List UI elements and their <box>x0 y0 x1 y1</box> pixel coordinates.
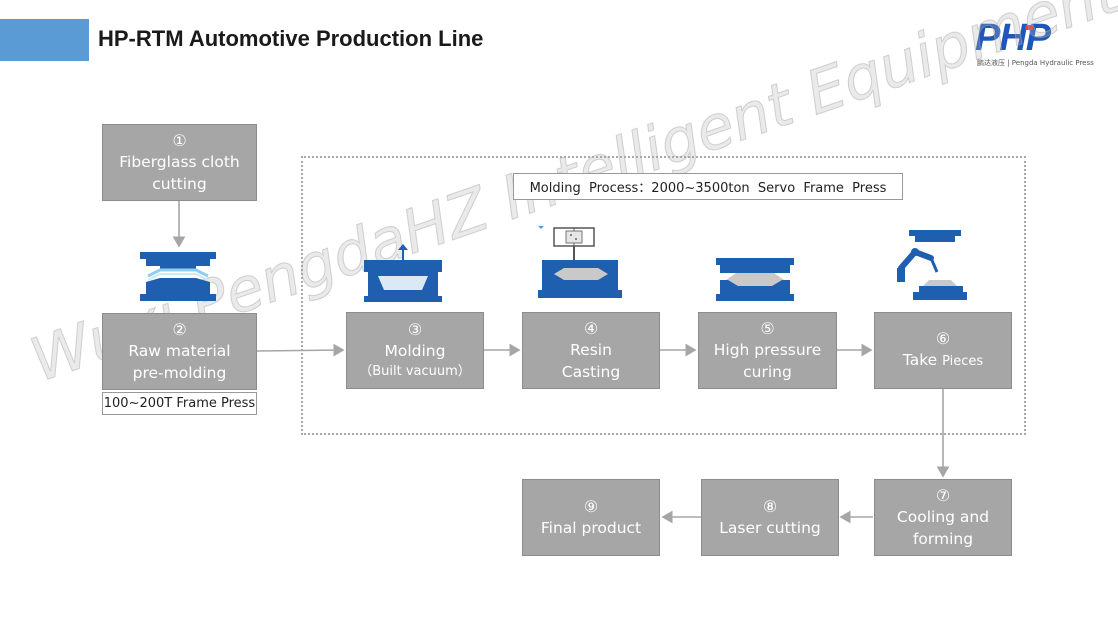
step-5-line2: curing <box>743 362 792 381</box>
step-6-line1b: Pieces <box>942 353 984 369</box>
step-6-number: ⑥ <box>935 328 951 348</box>
step-8-number: ⑧ <box>762 496 778 516</box>
step-4-line1: Resin <box>570 340 612 359</box>
step-4-number: ④ <box>583 318 599 338</box>
step-7-number: ⑦ <box>935 485 951 505</box>
preform-press-label: 100~200T Frame Press <box>102 392 257 415</box>
curing-press-icon <box>716 258 794 301</box>
step-3-line2: （Built vacuum） <box>359 363 471 379</box>
logo-wordmark: PHP <box>975 17 1051 59</box>
step-9-number: ⑨ <box>583 496 599 516</box>
molding-process-region <box>301 156 1026 435</box>
step-3-box: ③ Molding （Built vacuum） <box>346 312 484 389</box>
robot-arm-icon <box>897 230 967 300</box>
step-4-box: ④ Resin Casting <box>522 312 660 389</box>
step-6-line: Take Pieces <box>903 349 983 373</box>
step-5-number: ⑤ <box>760 318 775 338</box>
step-6-box: ⑥ Take Pieces <box>874 312 1012 389</box>
step-9-line1: Final product <box>540 518 642 537</box>
preform-press-icon <box>140 252 216 301</box>
step-2-box: ② Raw material pre-molding <box>102 313 257 390</box>
step-5-line1: High pressure <box>713 340 822 359</box>
logo-accent-icon <box>1025 25 1033 30</box>
resin-injection-icon <box>538 226 622 298</box>
step-5-box: ⑤ High pressure curing <box>698 312 837 389</box>
step-8-line1: Laser cutting <box>719 518 821 537</box>
step-7-line2: forming <box>912 529 974 548</box>
step-1-box: ① Fiberglass cloth cutting <box>102 124 257 201</box>
step-6-line1: Take <box>902 350 943 369</box>
step-7-box: ⑦ Cooling and forming <box>874 479 1012 556</box>
company-logo: PHP 鹏达液压 | Pengda Hydraulic Press <box>975 18 1105 72</box>
vacuum-mold-icon <box>364 244 442 302</box>
step-2-number: ② <box>172 319 187 339</box>
step-1-line2: cutting <box>152 174 207 193</box>
header-accent-bar <box>0 19 89 61</box>
step-4-line2: Casting <box>561 362 621 381</box>
arrow-2-3 <box>256 343 345 357</box>
step-3-line1: Molding <box>384 341 446 360</box>
step-1-line1: Fiberglass cloth <box>119 152 240 171</box>
step-9-box: ⑨ Final product <box>522 479 660 556</box>
step-3-number: ③ <box>407 319 423 339</box>
step-1-number: ① <box>172 130 187 150</box>
logo-subtitle: 鹏达液压 | Pengda Hydraulic Press <box>977 59 1094 67</box>
step-8-box: ⑧ Laser cutting <box>701 479 839 556</box>
step-2-line2: pre-molding <box>132 363 227 382</box>
page-title: HP-RTM Automotive Production Line <box>98 26 484 51</box>
step-7-line1: Cooling and <box>896 507 990 526</box>
molding-process-label: Molding Process：2000~3500ton Servo Frame… <box>513 173 903 200</box>
step-2-line1: Raw material <box>128 341 231 360</box>
